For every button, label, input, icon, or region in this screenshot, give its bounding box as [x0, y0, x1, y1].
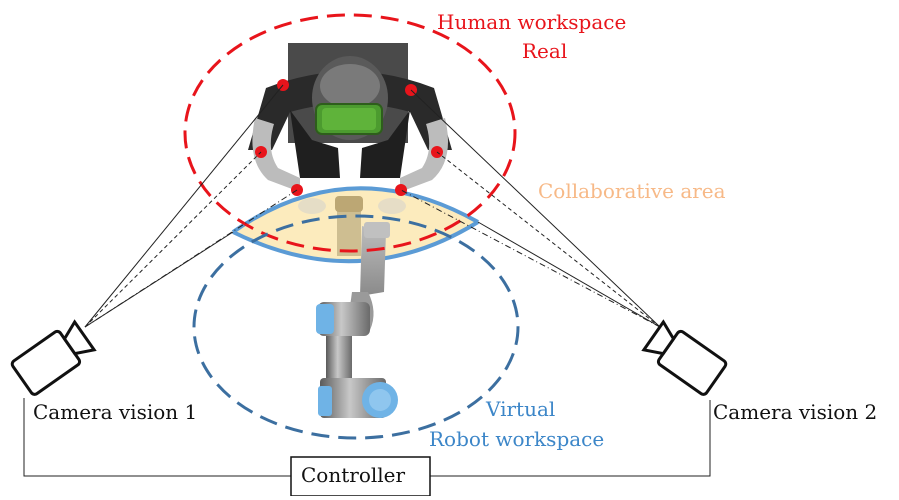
camera-2-sight-lines — [400, 89, 661, 328]
vr-headset-icon — [315, 103, 383, 135]
collaborative-area-label: Collaborative area — [538, 179, 726, 203]
marker — [395, 184, 407, 196]
controller-label: Controller — [301, 463, 406, 487]
collaborative-area-border-lower — [232, 220, 480, 264]
virtual-label: Virtual — [486, 397, 556, 421]
camera-2-label: Camera vision 2 — [713, 400, 878, 424]
hands — [298, 198, 406, 214]
collaborative-area-border — [231, 186, 479, 234]
human-workspace-boundary — [183, 13, 517, 253]
camera-1-sight-lines — [84, 84, 298, 328]
controller-box — [290, 456, 431, 497]
controller-wiring — [23, 398, 711, 477]
real-label: Real — [522, 39, 568, 63]
camera-2-icon — [641, 319, 728, 396]
human-workspace-label: Human workspace — [437, 10, 627, 34]
robot-workspace-boundary — [192, 214, 520, 440]
robot-arm-icon — [316, 196, 398, 418]
camera-1-label: Camera vision 1 — [33, 400, 198, 424]
camera-1-icon — [10, 319, 97, 396]
robot-workspace-label: Robot workspace — [429, 427, 605, 451]
